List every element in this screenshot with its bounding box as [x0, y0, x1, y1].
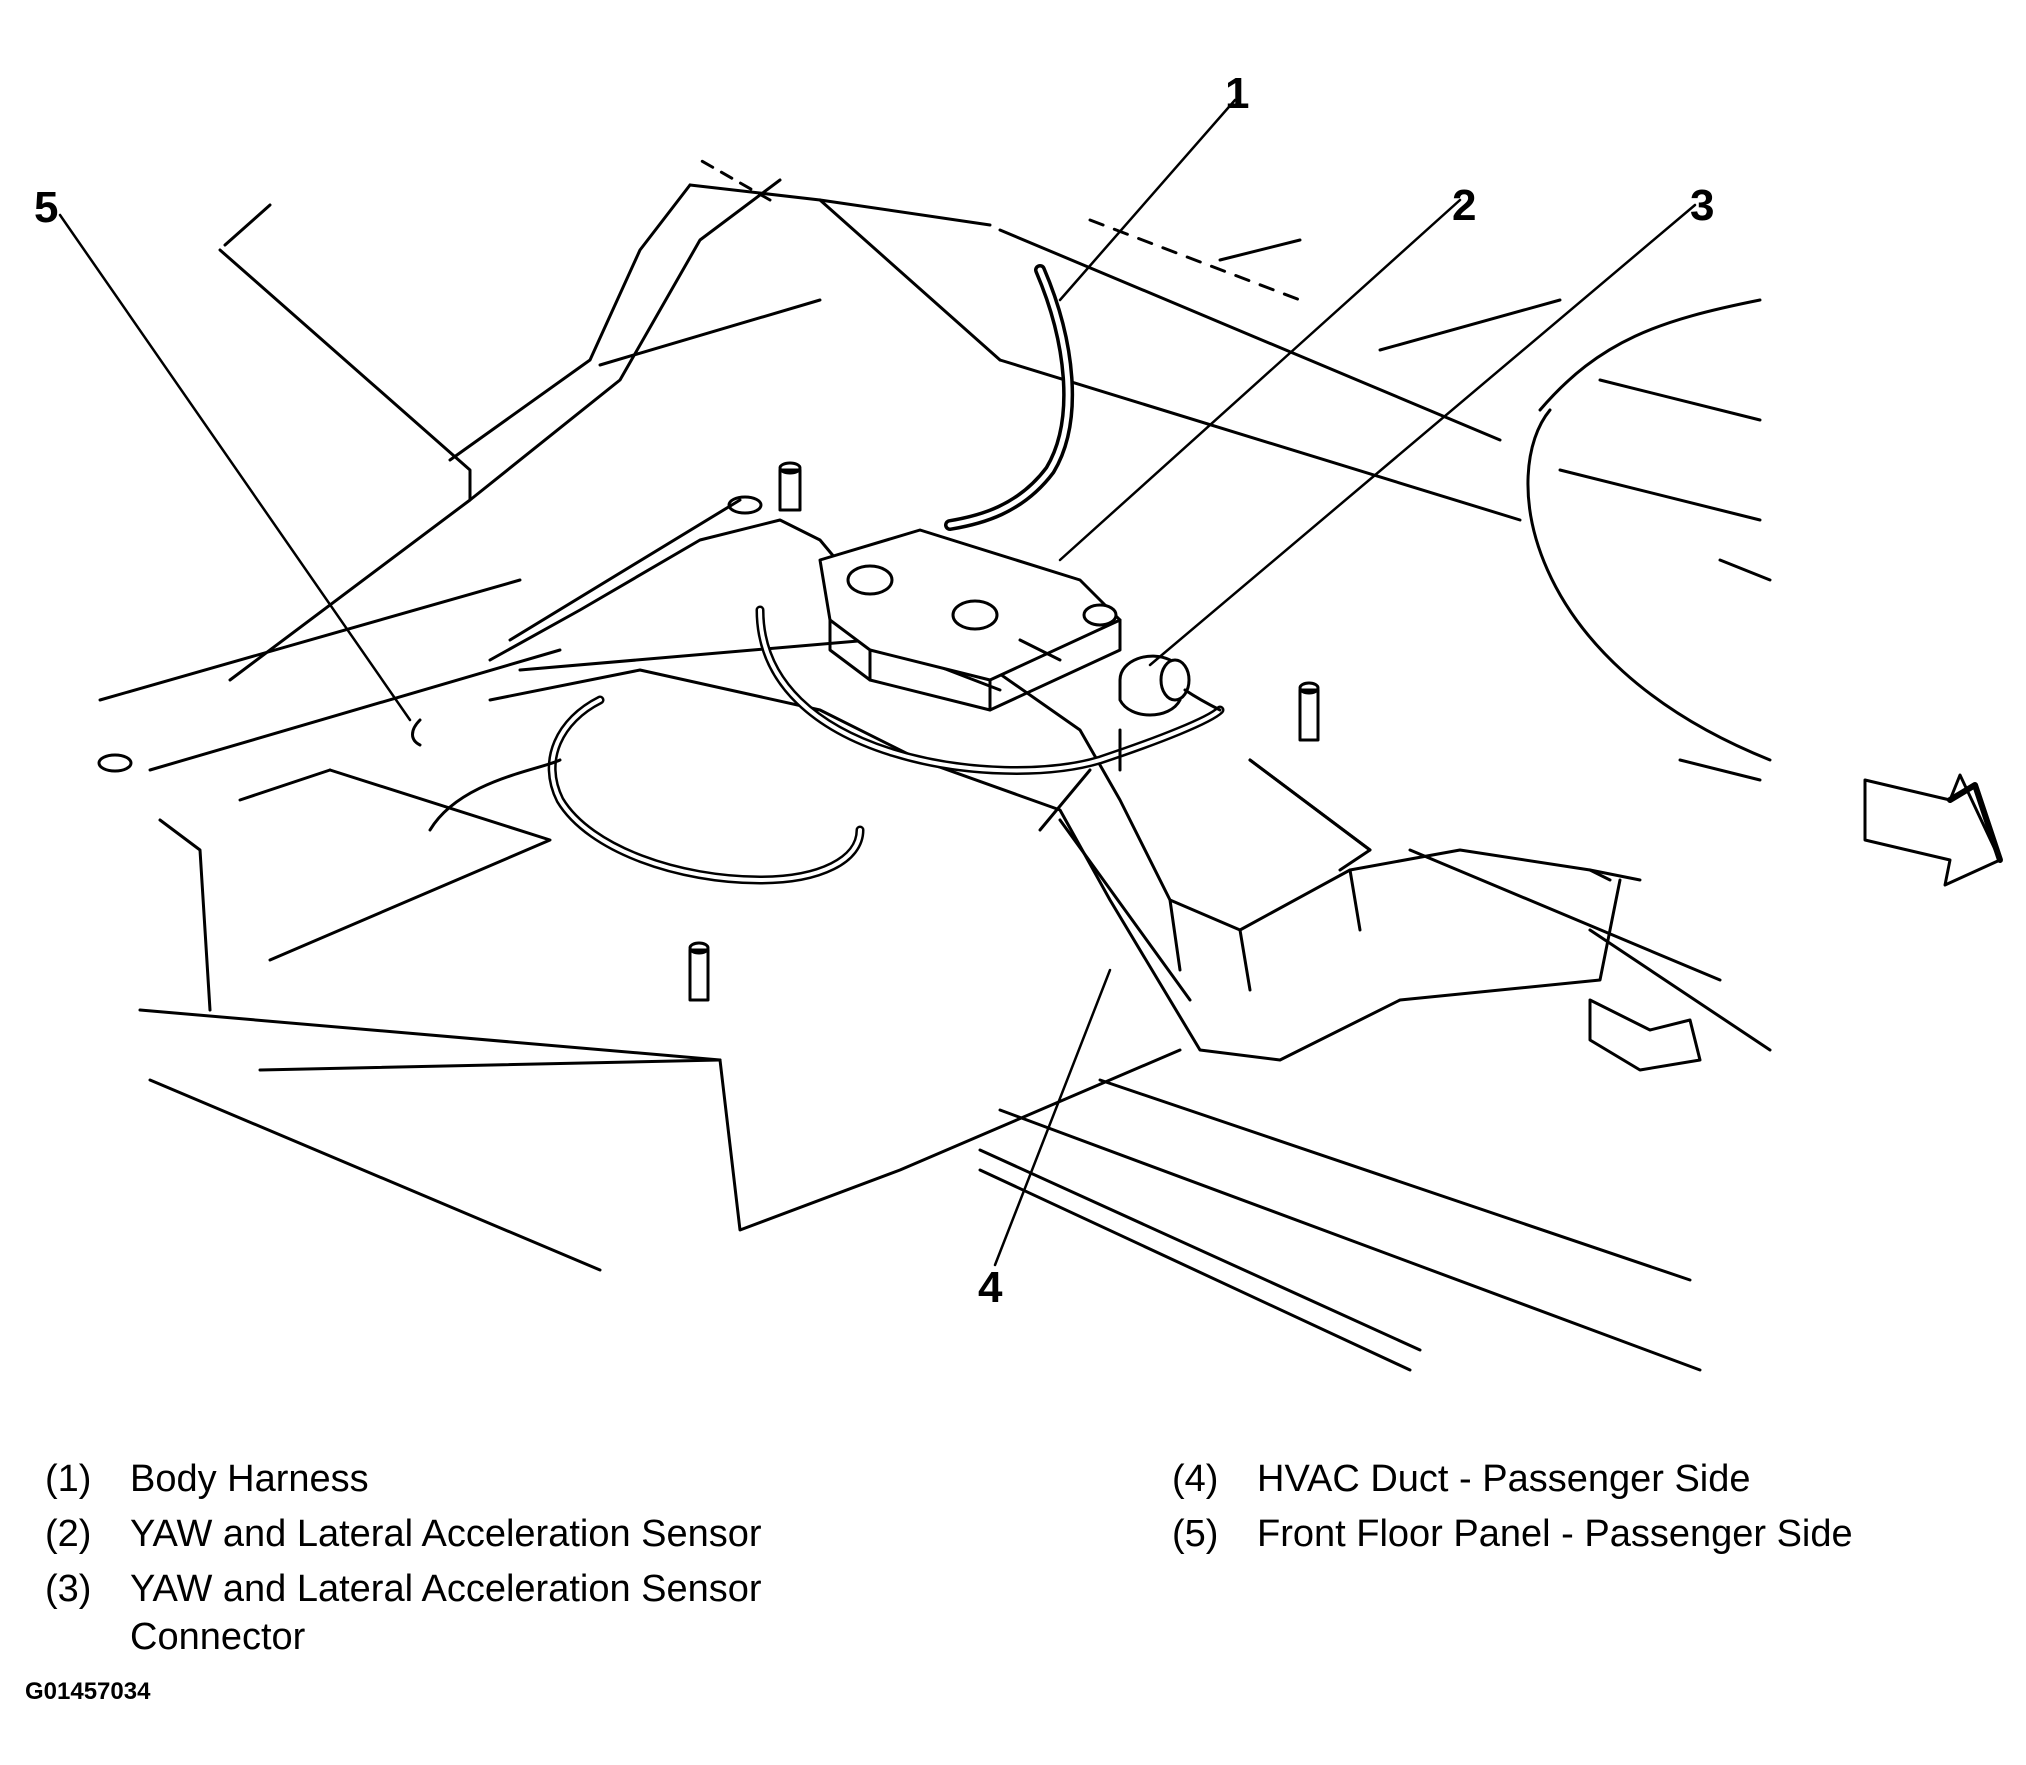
legend-item: (3) YAW and Lateral Acceleration Sensor … [45, 1565, 905, 1661]
forward-direction-arrow-icon [1863, 773, 2003, 887]
legend-label: Front Floor Panel - Passenger Side [1257, 1513, 1853, 1555]
legend-right-column: (4) HVAC Duct - Passenger Side (5) Front… [1172, 1455, 2002, 1565]
callout-2: 2 [1452, 181, 1476, 230]
sensor-connector [1118, 654, 1222, 717]
figure-id: G01457034 [25, 1678, 151, 1705]
legend-item: (4) HVAC Duct - Passenger Side [1172, 1455, 2002, 1503]
legend-item: (5) Front Floor Panel - Passenger Side [1172, 1510, 2002, 1558]
legend-label: Body Harness [130, 1458, 369, 1500]
floor-studs [97, 461, 1320, 1002]
legend-number: (2) [45, 1513, 92, 1555]
legend-left-column: (1) Body Harness (2) YAW and Lateral Acc… [45, 1455, 905, 1668]
callout-1: 1 [1225, 69, 1249, 118]
legend-item: (1) Body Harness [45, 1455, 905, 1503]
legend-number: (5) [1172, 1513, 1219, 1555]
legend-number: (1) [45, 1458, 92, 1500]
legend-number: (4) [1172, 1458, 1219, 1500]
callout-3: 3 [1690, 181, 1714, 230]
floor-panel [98, 158, 1772, 1372]
hvac-duct [488, 498, 1702, 1072]
legend-number: (3) [45, 1568, 92, 1610]
callout-4: 4 [978, 1263, 1003, 1312]
legend-label: HVAC Duct - Passenger Side [1257, 1458, 1751, 1500]
callout-5: 5 [34, 183, 58, 232]
legend-label: YAW and Lateral Acceleration Sensor [130, 1513, 762, 1555]
body-harness [428, 264, 1225, 885]
component-location-illustration: 1 2 3 4 5 [34, 69, 2003, 1372]
leader-lines [58, 98, 1697, 1267]
legend-label: YAW and Lateral Acceleration Sensor Conn… [130, 1568, 762, 1658]
yaw-lateral-acceleration-sensor [818, 528, 1122, 712]
legend-item: (2) YAW and Lateral Acceleration Sensor [45, 1510, 905, 1558]
